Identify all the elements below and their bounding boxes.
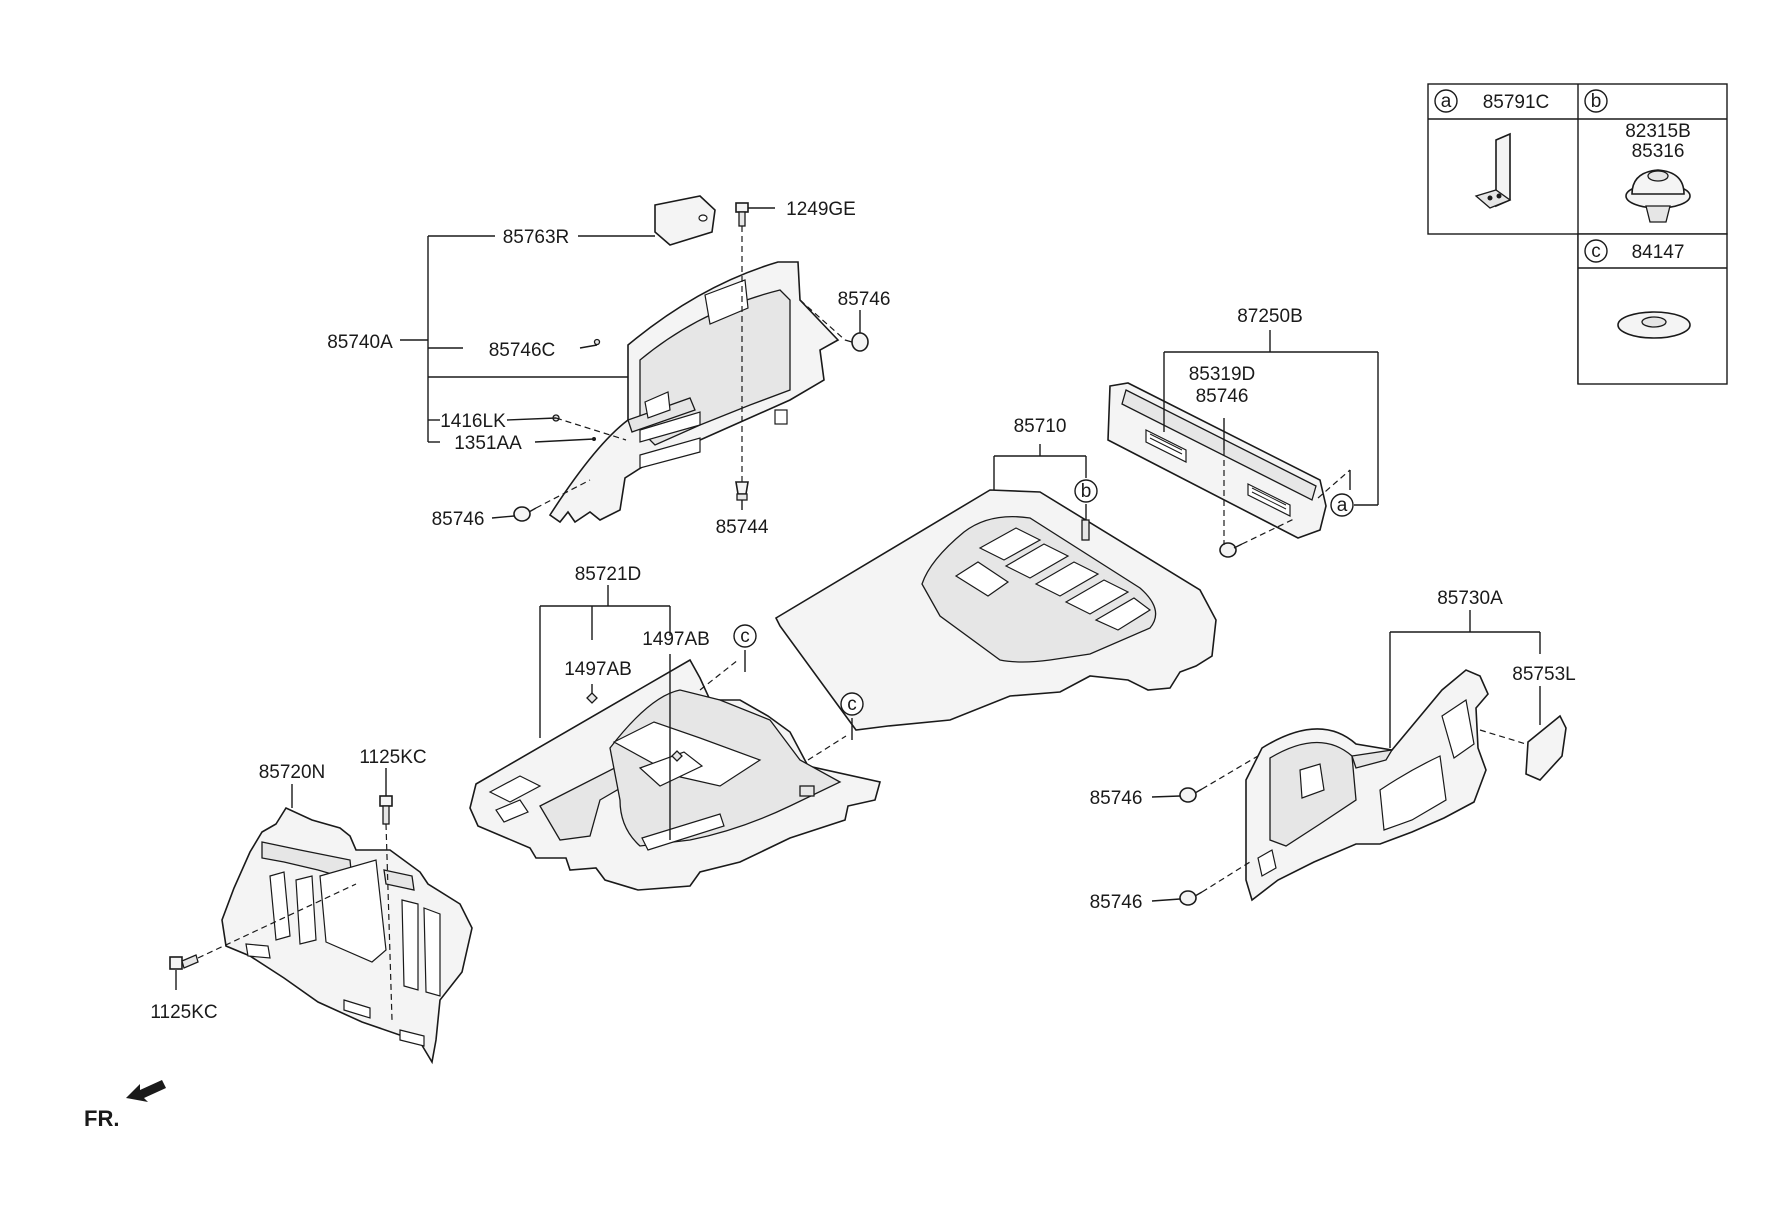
callout-a-letter: a — [1337, 495, 1348, 516]
clip-85746-transverse-drawing — [1219, 542, 1243, 558]
cover-85753L — [1525, 714, 1567, 781]
label-1125KC-upper: 1125KC — [359, 747, 426, 768]
label-85720N: 85720N — [259, 762, 326, 783]
clip-85744-drawing — [735, 481, 749, 501]
bolt-1125KC-upper-drawing — [379, 795, 393, 825]
callout-c-upper-letter: c — [740, 626, 750, 647]
label-85730A: 85730A — [1437, 588, 1503, 609]
label-85753L: 85753L — [1512, 664, 1575, 685]
floor-tray-85721D-group: c c 85721D 1497AB 1497AB — [469, 564, 881, 891]
transverse-trim-87250B-group: a 87250B 85319D 85746 — [1107, 306, 1379, 558]
label-85319D: 85319D — [1189, 364, 1256, 385]
washer-84147-drawing — [1617, 311, 1691, 339]
quarter-trim-85740A-group: 85763R 1249GE 85740A 85746C 85746 1416LK… — [327, 195, 891, 538]
legend-table: a 85791C b 82315B 85316 c 84147 — [1427, 83, 1728, 385]
callout-c-lower — [840, 692, 864, 716]
label-1497AB-right: 1497AB — [642, 629, 710, 650]
label-87250B: 87250B — [1237, 306, 1303, 327]
label-1497AB-left: 1497AB — [564, 659, 632, 680]
bracket-85791C-drawing — [1474, 132, 1512, 209]
callout-b — [1074, 479, 1098, 503]
label-1351AA: 1351AA — [454, 433, 522, 454]
label-85746-upper: 85746 — [838, 289, 891, 310]
label-85746-right-lower: 85746 — [1090, 892, 1143, 913]
cover-85763R — [654, 195, 716, 246]
label-85721D: 85721D — [575, 564, 642, 585]
clip-85746-right-upper-drawing — [1179, 787, 1203, 803]
front-arrow-icon — [126, 1080, 166, 1102]
label-85746C: 85746C — [489, 340, 556, 361]
quarter-trim-panel-85730A — [1245, 669, 1489, 902]
legend-part-82315B: 82315B — [1625, 121, 1691, 142]
label-85746-right-upper: 85746 — [1090, 788, 1143, 809]
rear-board-85720N-group: 85720N 1125KC 1125KC — [150, 747, 473, 1065]
label-85710: 85710 — [1014, 416, 1067, 437]
legend-part-85316: 85316 — [1632, 141, 1685, 162]
luggage-covering-85710-group: b 85710 — [774, 416, 1217, 731]
label-1249GE: 1249GE — [786, 199, 856, 220]
callout-b-letter: b — [1081, 481, 1092, 502]
legend-part-84147: 84147 — [1632, 242, 1685, 263]
label-85746-left: 85746 — [432, 509, 485, 530]
label-85746-transverse: 85746 — [1196, 386, 1249, 407]
legend-callout-a-letter: a — [1441, 91, 1452, 112]
clip-85746-upper-drawing — [844, 332, 869, 352]
label-85763R: 85763R — [503, 227, 570, 248]
label-85740A: 85740A — [327, 332, 393, 353]
label-1125KC-lower: 1125KC — [150, 1002, 217, 1023]
front-direction-indicator: FR. — [84, 1080, 166, 1131]
label-1416LK: 1416LK — [440, 411, 506, 432]
clip-82315B-drawing — [1625, 169, 1691, 223]
legend-callout-c-letter: c — [1591, 241, 1601, 262]
legend-callout-b — [1584, 89, 1608, 113]
legend-callout-a — [1434, 89, 1458, 113]
legend-callout-b-letter: b — [1591, 91, 1602, 112]
clip-85746-right-lower-drawing — [1179, 890, 1203, 906]
legend-part-85791C: 85791C — [1483, 92, 1550, 113]
bolt-1249GE-drawing — [735, 202, 749, 227]
legend-callout-c — [1584, 239, 1608, 263]
front-label: FR. — [84, 1106, 119, 1131]
callout-c-lower-letter: c — [847, 694, 857, 715]
clip-85746-lower-drawing — [513, 506, 537, 522]
label-85744: 85744 — [716, 517, 769, 538]
quarter-trim-85730A-group: 85730A 85753L 85746 85746 — [1090, 588, 1576, 913]
bolt-1125KC-lower-drawing — [169, 954, 199, 970]
callout-c-upper — [733, 624, 757, 648]
callout-a — [1330, 493, 1354, 517]
